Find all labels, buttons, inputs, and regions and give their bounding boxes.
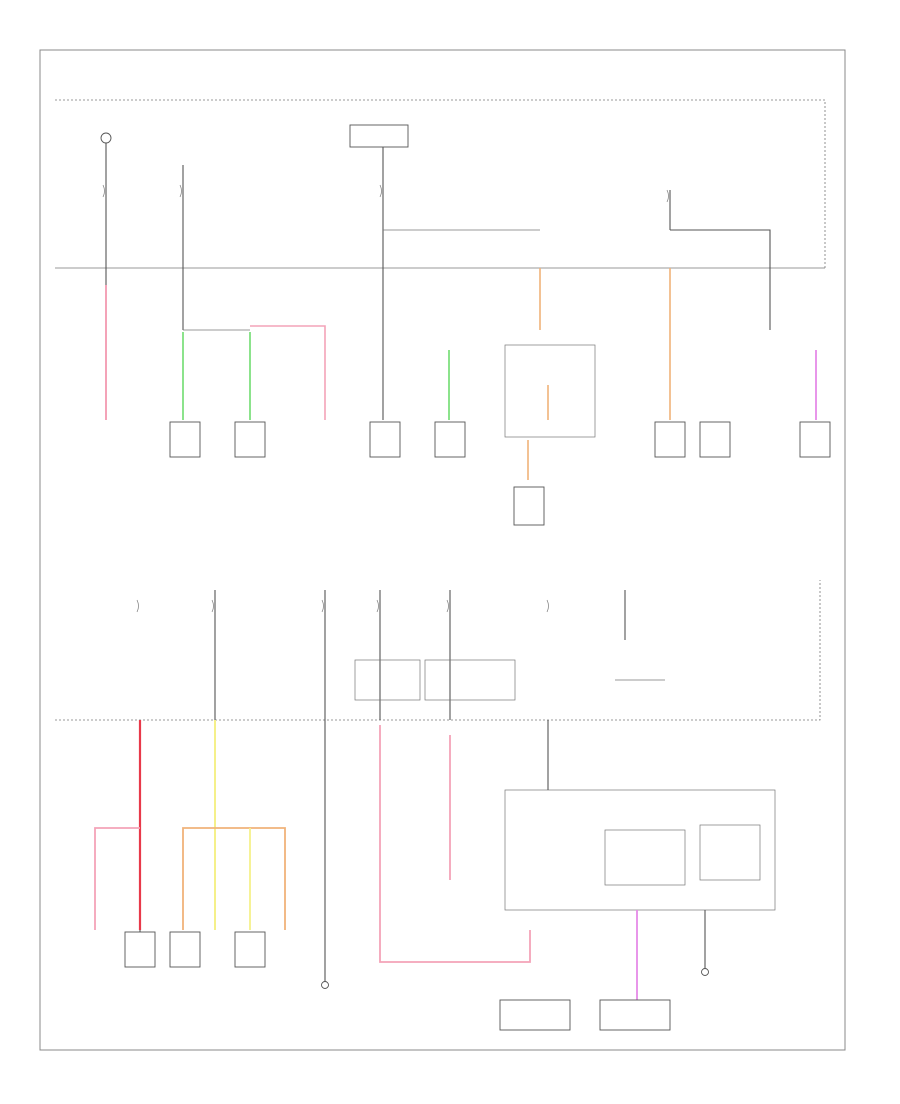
lower-circuits (94, 720, 776, 1031)
upper-components (169, 421, 831, 526)
diagram-border (39, 49, 846, 1051)
upper-circuits (105, 268, 831, 526)
wire-pink-long (379, 725, 531, 963)
wire-red-pink (94, 827, 140, 930)
upper-fuse-box (55, 99, 826, 269)
wire-pink-branch (250, 325, 326, 420)
lower-fuse-box (55, 580, 821, 721)
lower-components (124, 931, 671, 1031)
wire-orange-bus (182, 827, 286, 930)
